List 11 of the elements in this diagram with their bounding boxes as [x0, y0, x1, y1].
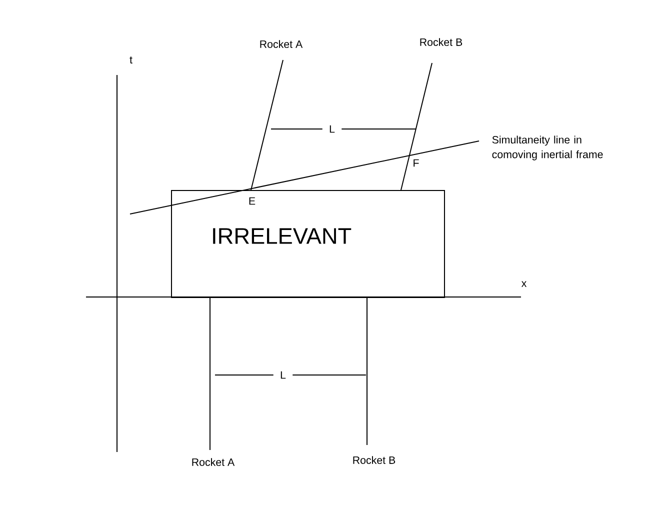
worldline-label: Rocket A	[260, 40, 303, 48]
worldline-label: Rocket A	[192, 458, 235, 466]
axis-label: x	[521, 281, 527, 287]
worldline-label: Rocket B	[353, 456, 396, 464]
dimension-label: L	[273, 370, 293, 380]
dimension-label: L	[322, 124, 342, 134]
line-label: Simultaneity line in comoving inertial frame	[492, 136, 603, 160]
event-label: F	[414, 159, 419, 167]
event-label: E	[249, 197, 256, 205]
worldline-label: Rocket B	[420, 38, 462, 46]
axis-label: t	[130, 56, 132, 64]
